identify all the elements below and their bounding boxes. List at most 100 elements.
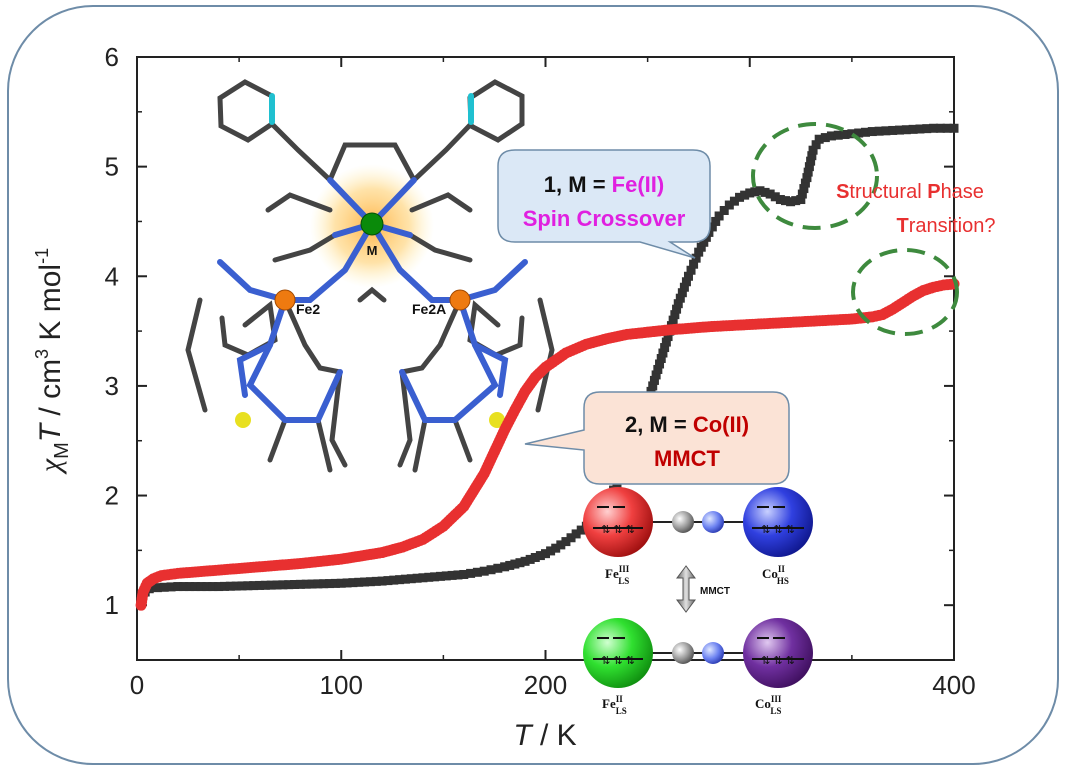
molecule-structure-image: M Fe2 Fe2A xyxy=(185,79,555,473)
bridge-c-sphere-1 xyxy=(672,511,694,533)
data-point xyxy=(342,578,352,588)
data-point xyxy=(190,582,200,592)
data-point xyxy=(237,581,247,591)
data-point xyxy=(800,178,810,188)
data-point xyxy=(535,551,545,561)
data-point xyxy=(854,128,864,138)
data-point xyxy=(530,552,540,562)
data-point xyxy=(797,189,807,199)
y-title-units-a: / cm xyxy=(34,359,67,424)
bubble2-line2: MMCT xyxy=(654,446,721,471)
data-point xyxy=(255,580,265,590)
data-point xyxy=(740,190,750,200)
data-point xyxy=(365,577,375,587)
co-iii-ls-sphere xyxy=(743,618,813,688)
x-tick-label: 0 xyxy=(130,670,144,700)
data-point xyxy=(808,145,818,155)
data-point xyxy=(566,533,576,543)
data-point xyxy=(486,565,496,575)
data-point xyxy=(673,299,683,309)
data-point xyxy=(755,186,765,196)
data-point xyxy=(658,348,668,358)
data-point xyxy=(922,124,932,134)
data-point xyxy=(679,282,689,292)
data-point xyxy=(860,127,870,137)
data-point xyxy=(301,579,311,589)
data-point xyxy=(780,196,790,206)
data-point xyxy=(196,582,206,592)
x-tick-label: 400 xyxy=(932,670,975,700)
electron-arrows: ⇅ ⇅ ⇅ xyxy=(761,655,795,667)
data-point xyxy=(231,581,241,591)
phase-hase: hase xyxy=(941,181,984,203)
x-tick-label: 100 xyxy=(320,670,363,700)
data-point xyxy=(260,580,270,590)
data-point xyxy=(648,381,658,391)
phase-transition-circle-2 xyxy=(851,248,959,336)
data-point xyxy=(556,540,566,550)
data-point xyxy=(686,265,696,275)
data-point xyxy=(406,574,416,584)
data-point xyxy=(694,247,704,257)
data-point xyxy=(915,124,925,134)
data-point xyxy=(272,580,282,590)
electron-arrows: ⇅ ⇅ ⇅ xyxy=(761,524,795,536)
data-point xyxy=(383,576,393,586)
data-point xyxy=(179,582,189,592)
phase-ransition: ransition? xyxy=(909,215,996,237)
data-point xyxy=(826,131,836,141)
y-tick-label: 6 xyxy=(105,42,119,72)
co-ii-hs-sphere xyxy=(743,487,813,557)
x-axis-title-t: T xyxy=(513,719,534,752)
y-title-chi: χ xyxy=(34,458,67,475)
data-point xyxy=(561,537,571,547)
data-point xyxy=(677,288,687,298)
data-point xyxy=(208,582,218,592)
data-point xyxy=(735,192,745,202)
data-point xyxy=(724,200,734,210)
data-point xyxy=(459,569,469,579)
data-point xyxy=(895,125,905,135)
y-title-t: T xyxy=(34,421,67,442)
data-point xyxy=(166,582,176,592)
data-point xyxy=(847,129,857,139)
data-point xyxy=(173,582,183,592)
phase-p: P xyxy=(927,181,940,203)
data-point xyxy=(371,576,381,586)
data-point xyxy=(714,211,724,221)
phase-s: S xyxy=(836,181,849,203)
data-point xyxy=(656,354,666,363)
data-point xyxy=(653,364,663,374)
data-series xyxy=(135,123,960,611)
electron-arrows: ⇅ ⇅ ⇅ xyxy=(601,655,635,667)
y-title-units-b: K mol xyxy=(34,264,67,349)
y-tick-label: 3 xyxy=(105,371,119,401)
bubble1-metal: Fe(II) xyxy=(612,172,665,197)
structure-label-fe2a: Fe2A xyxy=(412,301,446,317)
data-point xyxy=(729,196,739,206)
data-point xyxy=(551,543,561,553)
data-point xyxy=(505,560,515,570)
data-point xyxy=(389,575,399,585)
bridge-n-sphere-2 xyxy=(702,642,724,664)
data-point xyxy=(833,130,843,140)
data-point xyxy=(681,277,691,287)
phase-transition-line1: Structural Phase xyxy=(836,181,984,203)
data-point xyxy=(867,127,877,137)
data-point xyxy=(760,187,770,197)
data-point xyxy=(791,196,801,206)
y-tick-label: 5 xyxy=(105,152,119,182)
data-point xyxy=(675,293,685,303)
y-title-sub-m: M xyxy=(51,442,73,459)
data-point xyxy=(689,259,699,269)
data-point xyxy=(670,310,680,320)
data-point xyxy=(447,570,457,580)
data-point xyxy=(811,140,821,150)
data-point xyxy=(313,579,323,589)
data-point xyxy=(249,581,259,591)
bridge-c-sphere-2 xyxy=(672,642,694,664)
